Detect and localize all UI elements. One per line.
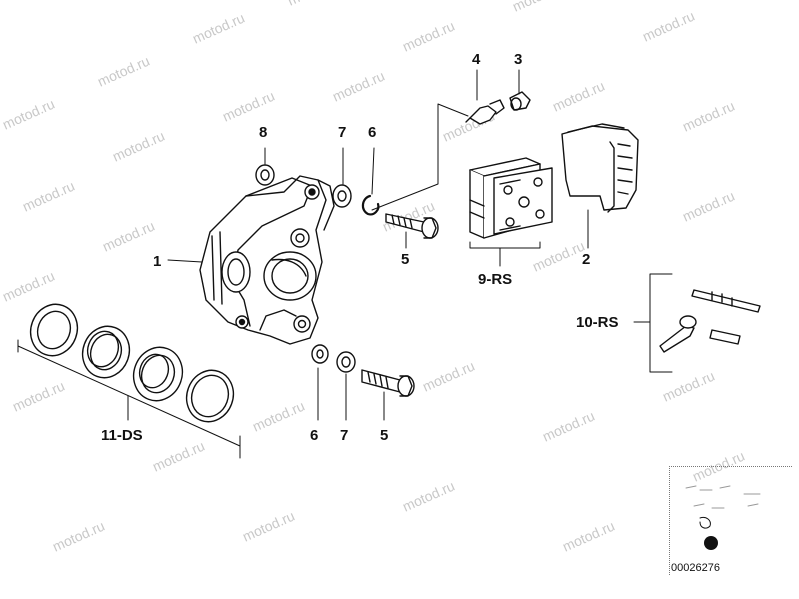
bleeder-valve-part-4	[465, 69, 505, 125]
callout-11-ds: 11-DS	[101, 427, 143, 444]
brake-caliper-part	[199, 175, 335, 345]
bolt-part-5-top	[385, 213, 439, 249]
dot-icon	[704, 536, 718, 550]
callout-2: 2	[582, 251, 591, 268]
callout-5-top: 5	[401, 251, 410, 268]
callout-10-rs: 10-RS	[576, 314, 619, 331]
callout-7-top: 7	[338, 124, 347, 141]
callout-3: 3	[514, 51, 523, 68]
inset-marks	[685, 485, 761, 550]
brake-pads-part-9	[469, 157, 553, 239]
washer-part-8	[255, 147, 275, 186]
assembly-guide-line	[371, 103, 469, 211]
callout-4: 4	[472, 51, 481, 68]
callout-5-bottom: 5	[380, 427, 389, 444]
callout-8: 8	[259, 124, 268, 141]
washer-part-7-top	[332, 147, 352, 208]
pad-shim-part-2	[561, 123, 639, 249]
circlip-part-6-top	[361, 147, 380, 216]
callout-bracket-9	[469, 241, 541, 267]
inset-frame	[669, 466, 792, 575]
leader-part-1	[167, 259, 203, 263]
bolt-part-5-bottom	[361, 369, 415, 421]
callout-6-top: 6	[368, 124, 377, 141]
callout-7-bottom: 7	[340, 427, 349, 444]
diagram-number: 00026276	[671, 562, 720, 574]
washer-part-6-bottom	[311, 344, 329, 421]
dust-cap-part-3	[509, 69, 531, 111]
callout-9-rs: 9-RS	[478, 271, 513, 288]
washer-part-7-bottom	[336, 351, 356, 421]
callout-bracket-11	[17, 339, 241, 459]
callout-1: 1	[153, 253, 162, 270]
callout-6-bottom: 6	[310, 427, 319, 444]
pin-kit-part-10	[633, 273, 761, 373]
piston-seal-set	[29, 303, 235, 423]
